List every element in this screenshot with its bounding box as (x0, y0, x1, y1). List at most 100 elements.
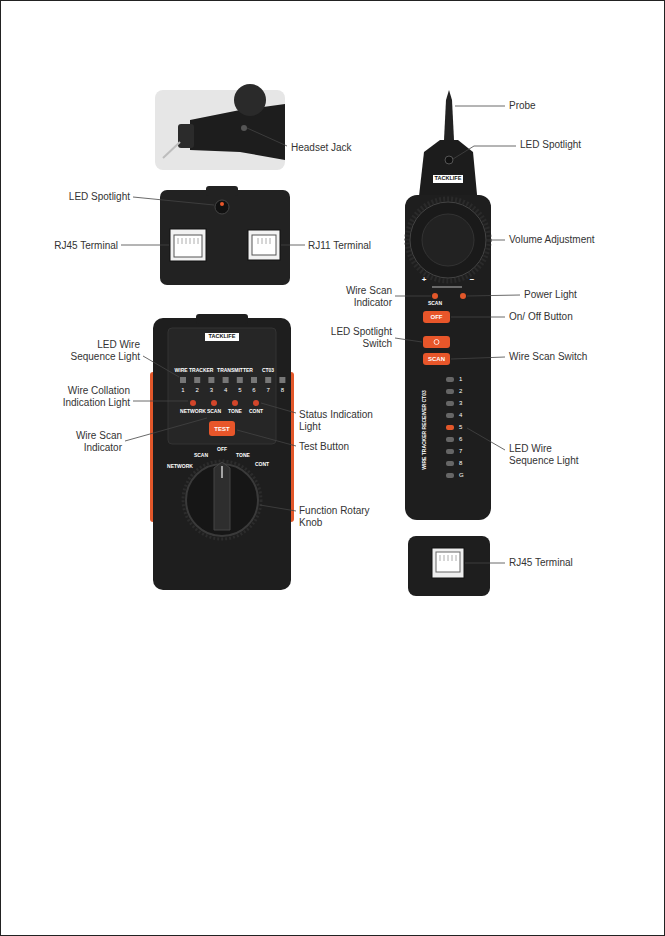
panel-marking: SCAN (425, 301, 445, 306)
led (446, 401, 454, 406)
callout-label: Status Indication Light (299, 409, 384, 432)
led (446, 461, 454, 466)
led-row (180, 377, 285, 383)
light-icon (434, 340, 439, 345)
probe-collar (178, 124, 194, 148)
knob-marking: TONE (233, 453, 253, 458)
knob-marking: OFF (214, 447, 230, 452)
rj45-socket (174, 235, 202, 257)
receiver-body (405, 195, 491, 520)
callout-label: Wire Scan Indicator (67, 430, 122, 453)
leader-line (455, 106, 505, 107)
callout-label: LED Spotlight (520, 139, 600, 151)
pin-number: 4 (459, 412, 467, 418)
leader-line (465, 563, 505, 564)
callout-label: LED Spotlight (50, 191, 130, 203)
panel-marking: SCAN (204, 409, 224, 414)
pin-number: 1 (178, 387, 188, 393)
volume-symbol: − (467, 276, 477, 284)
callout-label: Volume Adjustment (509, 234, 609, 246)
spotlight (215, 200, 229, 214)
leader-line (237, 430, 296, 446)
panel-marking: WIRE TRACKER (174, 368, 214, 373)
pin-number: 3 (459, 400, 467, 406)
end-housing (160, 190, 290, 285)
led (180, 377, 186, 383)
probe (444, 90, 454, 140)
led (446, 389, 454, 394)
callout-label: Function Rotary Knob (299, 505, 379, 528)
pin-number: 3 (206, 387, 216, 393)
callout-label: RJ45 Terminal (509, 557, 589, 569)
led (446, 377, 454, 382)
pin-number: 5 (459, 424, 467, 430)
pin-number: 5 (235, 387, 245, 393)
test-button: TEST (209, 421, 235, 436)
leader-line (490, 240, 505, 241)
rj45-port (432, 548, 464, 578)
status-led (232, 400, 238, 406)
leader-line (451, 357, 505, 359)
callout-label: RJ45 Terminal (38, 240, 118, 252)
leader-line (125, 418, 207, 441)
rj45-port (170, 229, 206, 261)
leader-line (451, 317, 505, 318)
callout-label: LED Wire Sequence Light (509, 443, 584, 466)
end-housing (408, 536, 490, 596)
led (251, 377, 257, 383)
brand-logo: TACKLIFE (433, 175, 463, 183)
rj45-socket (436, 552, 460, 572)
leader-line (395, 338, 422, 342)
pin-number: 8 (277, 387, 287, 393)
dial (234, 84, 266, 116)
knob-marking: CONT (252, 462, 272, 467)
brand-logo: TACKLIFE (205, 333, 239, 341)
knob-marking: NETWORK (166, 464, 194, 469)
pin-number: 4 (221, 387, 231, 393)
leader-line (453, 146, 516, 159)
status-led (190, 400, 196, 406)
led (446, 425, 454, 430)
transmitter (150, 314, 294, 590)
probe-tip (163, 142, 180, 158)
leader-line (467, 295, 520, 296)
contacts (258, 238, 270, 244)
leader-lines (121, 106, 520, 563)
transmitter-body (153, 318, 291, 590)
dial-center (422, 214, 474, 266)
probe-body (190, 104, 285, 160)
pin-number: 2 (459, 388, 467, 394)
pin-number: 7 (459, 448, 467, 454)
leader-line (143, 356, 179, 377)
led-column (446, 377, 454, 478)
pin-number: 1 (459, 376, 467, 382)
button-label: OFF (431, 314, 443, 320)
contacts (178, 238, 198, 244)
callout-label: Wire Collation Indication Light (50, 385, 130, 408)
face-panel (168, 328, 276, 444)
knob-marking: SCAN (191, 453, 211, 458)
top-bump (196, 314, 248, 324)
led (446, 449, 454, 454)
leader-line (247, 128, 287, 146)
led (194, 377, 200, 383)
button-label: TEST (214, 426, 229, 432)
panel-marking: TONE (225, 409, 245, 414)
callout-label: LED Wire Sequence Light (65, 339, 140, 362)
leader-line (281, 245, 305, 246)
headset-jack (241, 125, 247, 131)
panel-marking: CT03 (258, 368, 278, 373)
power-light (460, 293, 466, 299)
leader-line (467, 428, 505, 450)
pin-number: 8 (459, 460, 467, 466)
callout-label: On/ Off Button (509, 311, 589, 323)
led (208, 377, 214, 383)
pin-number: 2 (192, 387, 202, 393)
spotlight-switch (423, 336, 450, 348)
status-led (211, 400, 217, 406)
panel-marking: WIRE TRACKER RECEIVER CT03 (422, 390, 427, 469)
panel-marking: CONT (246, 409, 266, 414)
callout-label: Test Button (299, 441, 379, 453)
scan-button: SCAN (423, 353, 450, 365)
power-button: OFF (423, 311, 450, 323)
